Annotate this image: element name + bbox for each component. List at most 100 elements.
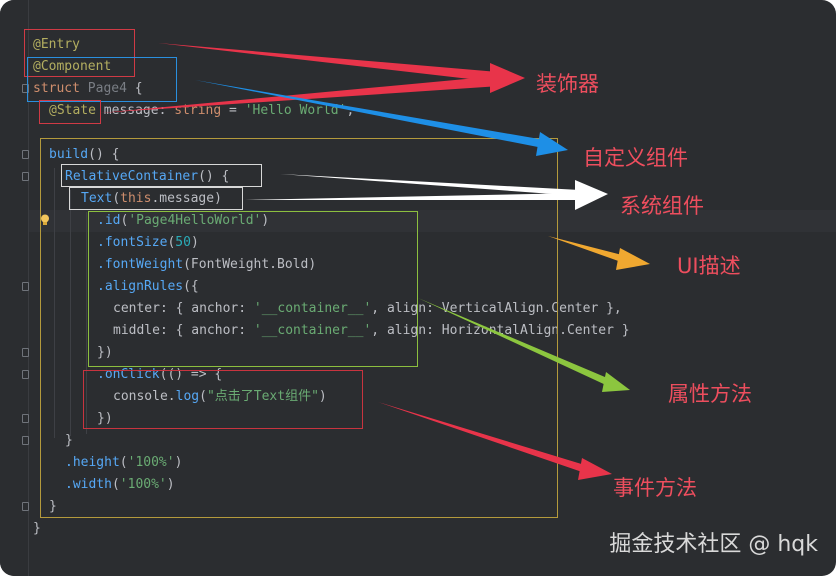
- ui-arrow: [548, 236, 626, 263]
- code-line-fontsize: .fontSize(50): [97, 234, 199, 252]
- code-token: .alignRules: [97, 279, 184, 294]
- code-token: this: [120, 191, 152, 206]
- watermark: 掘金技术社区 @ hqk: [609, 532, 818, 557]
- code-line-height: .height('100%'): [65, 454, 182, 472]
- code-token: }): [97, 411, 113, 426]
- code-token: struct: [33, 81, 88, 96]
- editor-gutter: [0, 0, 28, 576]
- code-line-entry: @Entry: [33, 36, 80, 54]
- attribute-methods-box: [88, 211, 418, 367]
- code-token: ): [318, 389, 327, 404]
- code-line-alignrules-close: }): [97, 344, 113, 362]
- code-token: 50: [175, 235, 191, 250]
- code-token: @State: [49, 103, 96, 118]
- system-arrowhead: [575, 180, 608, 210]
- fold-marker-onclick-end[interactable]: [22, 414, 29, 423]
- custom-arrowhead: [536, 132, 568, 156]
- code-line-id: .id('Page4HelloWorld'): [97, 212, 269, 230]
- indent-guide: [86, 212, 87, 434]
- code-token: (: [112, 191, 121, 206]
- code-line-console-log: console.log("点击了Text组件"): [113, 388, 327, 406]
- decorator-arrowhead: [490, 63, 525, 93]
- code-line-relativecontainer: RelativeContainer() {: [65, 168, 229, 186]
- code-token: build: [49, 147, 89, 162]
- code-token: (: [167, 235, 176, 250]
- code-token: ): [190, 235, 199, 250]
- code-token: console.: [113, 389, 176, 404]
- code-token: log: [175, 389, 200, 404]
- code-token: Text: [81, 191, 113, 206]
- fold-marker-container[interactable]: [22, 172, 29, 181]
- code-token: '100%': [119, 477, 167, 492]
- fold-marker-alignrules-end[interactable]: [22, 348, 29, 357]
- code-token: '100%': [127, 455, 175, 470]
- code-line-text: Text(this.message): [81, 190, 222, 208]
- fold-marker-container-end[interactable]: [22, 436, 29, 445]
- system-arrow-bottom: [245, 193, 580, 200]
- decorator-state-box: [39, 100, 101, 124]
- code-line-container-close: }: [65, 432, 73, 450]
- code-token: }: [65, 433, 73, 448]
- decorator-arrow-bottom: [100, 76, 500, 113]
- code-token: .message): [151, 191, 222, 206]
- code-token: (: [199, 389, 207, 404]
- code-token: @Entry: [33, 37, 80, 52]
- code-token: {: [126, 81, 143, 96]
- code-line-struct-close: }: [33, 520, 41, 538]
- code-token: =: [221, 103, 245, 118]
- label-decorator: 装饰器: [536, 72, 599, 96]
- label-system-component: 系统组件: [620, 194, 704, 218]
- code-token: middle: { anchor:: [113, 323, 254, 338]
- code-token: , align: VerticalAlign.Center },: [371, 301, 622, 316]
- ui-arrowhead: [616, 248, 650, 270]
- code-token: Page4: [87, 81, 127, 96]
- fold-marker-build-end[interactable]: [22, 502, 29, 511]
- code-token: '__container__': [253, 323, 372, 338]
- code-token: () {: [88, 147, 120, 162]
- code-token: (FontWeight.Bold): [183, 257, 317, 272]
- code-token: RelativeContainer: [65, 169, 199, 184]
- code-token: (: [120, 213, 129, 228]
- code-token: ({: [183, 279, 199, 294]
- label-attribute-methods: 属性方法: [668, 382, 752, 406]
- code-token: () {: [198, 169, 230, 184]
- decorator-arrow-top: [158, 43, 498, 82]
- fold-marker-struct[interactable]: [22, 84, 29, 93]
- code-line-component: @Component: [33, 58, 111, 76]
- relativecontainer-box: [61, 164, 262, 187]
- code-line-build: build() {: [49, 146, 119, 164]
- label-ui-description: UI描述: [677, 254, 741, 278]
- fold-marker-build[interactable]: [22, 150, 29, 159]
- event-methods-box: [83, 370, 363, 429]
- code-token: ): [261, 213, 270, 228]
- code-line-fontweight: .fontWeight(FontWeight.Bold): [97, 256, 316, 274]
- fold-marker-onclick[interactable]: [22, 370, 29, 379]
- attr-arrow: [418, 298, 612, 386]
- ui-description-box: [40, 138, 558, 518]
- code-token: .height: [65, 455, 120, 470]
- system-arrow-top: [280, 174, 580, 196]
- code-token: ;: [346, 103, 355, 118]
- code-token: ): [174, 455, 183, 470]
- lightbulb-icon[interactable]: [40, 214, 50, 226]
- event-arrow: [378, 402, 588, 473]
- text-component-box: [69, 187, 243, 210]
- code-line-onclick-close: }): [97, 410, 113, 428]
- indent-guide: [54, 168, 55, 438]
- fold-marker-alignrules[interactable]: [22, 282, 29, 291]
- attr-arrowhead: [602, 372, 630, 392]
- code-token: center: { anchor:: [113, 301, 254, 316]
- indent-guide: [70, 190, 71, 436]
- code-token: "点击了Text组件": [206, 389, 319, 404]
- decorator-entry-box: [24, 29, 135, 77]
- code-line-width: .width('100%'): [65, 476, 175, 494]
- code-line-struct: struct Page4 {: [33, 80, 143, 98]
- code-line-center: center: { anchor: '__container__', align…: [113, 300, 622, 318]
- code-token: .fontSize: [97, 235, 168, 250]
- code-token: '__container__': [253, 301, 372, 316]
- code-token: @Component: [33, 59, 112, 74]
- code-token: 'Page4HelloWorld': [128, 213, 262, 228]
- code-token: .fontWeight: [97, 257, 184, 272]
